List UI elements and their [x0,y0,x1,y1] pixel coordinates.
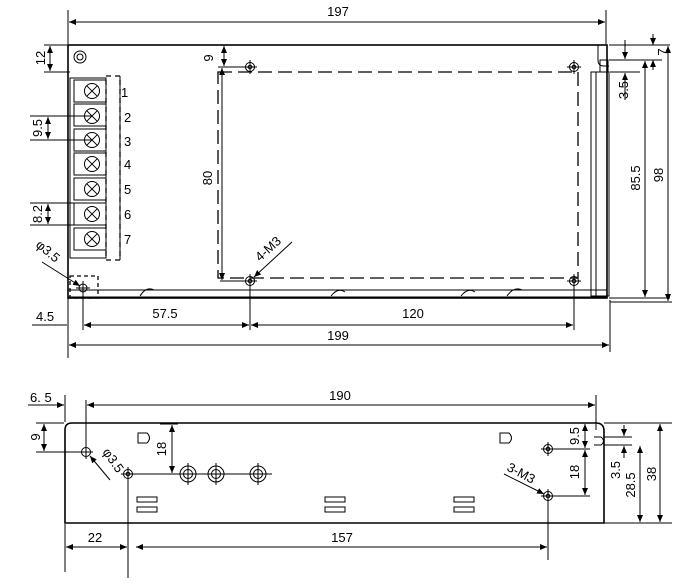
pcb-dashed-outline [217,71,579,279]
dim-18-right: 18 [567,465,582,479]
terminal-number: 3 [124,134,131,149]
terminal-screw-icon [73,227,107,251]
m3-hole-icon [541,489,555,503]
dim-9-5-side: 9.5 [567,427,582,445]
terminal-number: 7 [124,232,131,247]
dim-157: 157 [331,530,353,545]
vent-slots [136,496,475,513]
terminal-screw-icon [73,79,107,103]
dim-9-side: 9 [28,433,43,440]
terminal-screws [73,79,107,251]
terminal-screw-icon [73,202,107,226]
flange-clip-icon [330,289,346,297]
tab-icon [499,432,512,444]
top-view: 1 2 3 4 5 6 7 197 12 9 80 [30,4,672,358]
dim-4-5: 4.5 [36,309,54,324]
dim-8-2: 8.2 [30,205,45,223]
dim-120: 120 [402,306,424,321]
dim-197: 197 [327,4,349,19]
dim-9-5: 9.5 [30,119,45,137]
corner-screw-icon [73,50,87,64]
terminal-number: 2 [124,110,131,125]
terminal-number: 5 [124,182,131,197]
terminal-screw-icon [73,177,107,201]
dim-phi-3-5-side: φ3.5 [100,445,127,475]
terminal-number: 1 [121,85,128,100]
dim-12: 12 [33,51,48,65]
dim-98: 98 [651,168,666,182]
terminal-screw-icon [73,103,107,127]
dim-57-5: 57.5 [152,306,177,321]
dim-3-5-side: 3.5 [608,461,623,479]
dim-80: 80 [200,171,215,185]
dim-28-5: 28.5 [623,472,638,497]
top-housing-outline [67,44,608,299]
dim-6-5: 6. 5 [30,390,52,405]
dim-4-m3: 4-M3 [252,233,284,264]
m3-hole-icon [567,274,581,288]
flange-clip-icon [460,289,476,297]
dim-85-5: 85.5 [628,165,643,190]
terminal-number: 6 [124,207,131,222]
dim-phi-3-5: φ3.5 [33,237,63,266]
flange-clip-icon [139,288,155,297]
flange-clip-icon [506,288,523,297]
m3-hole-icon [567,60,581,74]
m3-hole-icon [541,442,555,456]
side-view: 6. 5 190 9 18 φ3.5 9.5 3-M3 18 3.5 [28,388,672,578]
dim-9-top: 9 [201,54,216,61]
dim-22: 22 [88,530,102,545]
dim-190: 190 [329,388,351,403]
dim-3-5-right: 3.5 [616,81,631,99]
tab-icon [137,432,150,444]
dim-18-left: 18 [154,442,169,456]
dim-38: 38 [644,467,659,481]
dim-199: 199 [327,328,349,343]
terminal-number: 4 [124,157,131,172]
dim-7: 7 [655,48,670,55]
m3-hole-icon [121,467,135,481]
terminal-screw-icon [73,152,107,176]
